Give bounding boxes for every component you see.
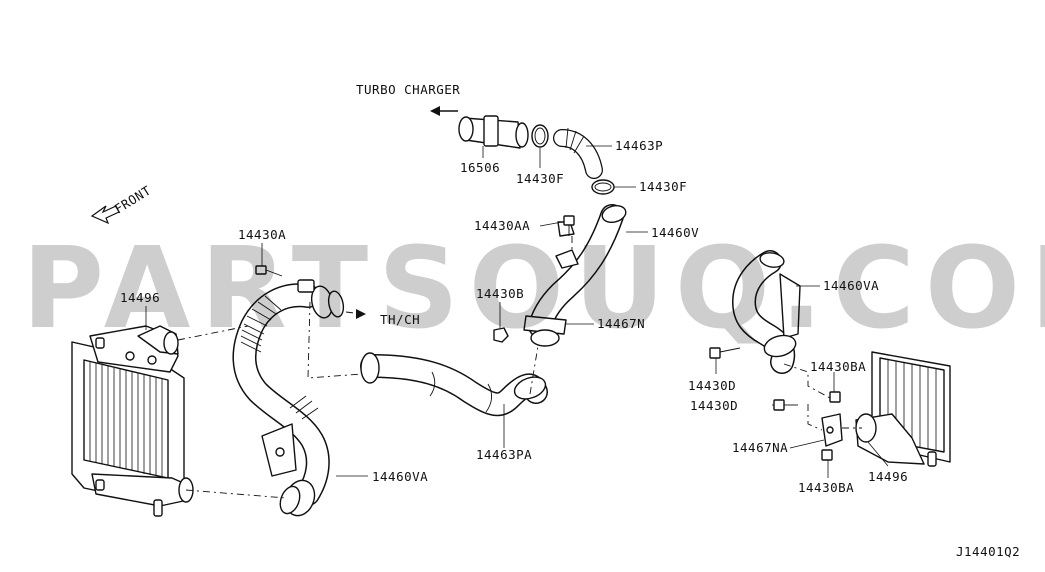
clamp-14430F-a[interactable]	[531, 124, 549, 148]
label-14463P[interactable]: 14463P	[615, 138, 663, 153]
watermark: PARTSOUQ.COM	[22, 224, 1045, 354]
label-14430A[interactable]: 14430A	[238, 227, 286, 242]
label-14430F-a[interactable]: 14430F	[516, 171, 564, 186]
clamp-14467N[interactable]	[523, 315, 567, 347]
clip-14430BA-a[interactable]	[829, 391, 841, 403]
hose-14463P[interactable]	[553, 127, 603, 179]
label-th-ch: TH/CH	[380, 312, 420, 327]
label-turbo-charger: TURBO CHARGER	[356, 82, 460, 97]
diagram-code: J14401Q2	[956, 544, 1020, 559]
bolt-14430D-a[interactable]	[709, 347, 741, 359]
th-ch-arrow-icon	[345, 309, 366, 319]
label-14430F-b[interactable]: 14430F	[639, 179, 687, 194]
bolt-14430A[interactable]	[255, 265, 283, 277]
intercooler-right[interactable]	[855, 351, 951, 467]
hose-14460VA-right[interactable]	[732, 250, 801, 374]
label-14496-right[interactable]: 14496	[868, 469, 908, 484]
label-14463PA[interactable]: 14463PA	[476, 447, 532, 462]
label-14467N[interactable]: 14467N	[597, 316, 645, 331]
clip-14430BA-b[interactable]	[821, 449, 833, 461]
bracket-14467NA[interactable]	[821, 413, 843, 447]
turbo-charger-arrow-icon	[430, 106, 458, 116]
label-14430BA-b[interactable]: 14430BA	[798, 480, 854, 495]
bolt-14430D-b[interactable]	[773, 399, 798, 411]
hose-14460VA-left[interactable]	[232, 279, 346, 520]
bolt-14430AA[interactable]	[563, 215, 575, 236]
label-14430AA[interactable]: 14430AA	[474, 218, 530, 233]
label-16506[interactable]: 16506	[460, 160, 500, 175]
leader-lines	[145, 145, 889, 478]
label-14430BA-a[interactable]: 14430BA	[810, 359, 866, 374]
assembly-lines	[177, 236, 862, 499]
label-14430D-a[interactable]: 14430D	[688, 378, 736, 393]
clamp-14430F-b[interactable]	[591, 179, 615, 195]
label-14460VA-right[interactable]: 14460VA	[823, 278, 879, 293]
label-front: FRONT	[112, 183, 154, 217]
label-14430D-b[interactable]: 14430D	[690, 398, 738, 413]
label-14460VA-left[interactable]: 14460VA	[372, 469, 428, 484]
hose-14463PA[interactable]	[360, 352, 548, 417]
label-14467NA[interactable]: 14467NA	[732, 440, 788, 455]
label-14496-left[interactable]: 14496	[120, 290, 160, 305]
label-14460V[interactable]: 14460V	[651, 225, 699, 240]
intercooler-left[interactable]	[71, 325, 194, 517]
nut-14430B[interactable]	[493, 327, 509, 343]
front-arrow-icon	[90, 205, 120, 225]
label-14430B[interactable]: 14430B	[476, 286, 524, 301]
outlet-tube-16506[interactable]	[458, 115, 529, 149]
